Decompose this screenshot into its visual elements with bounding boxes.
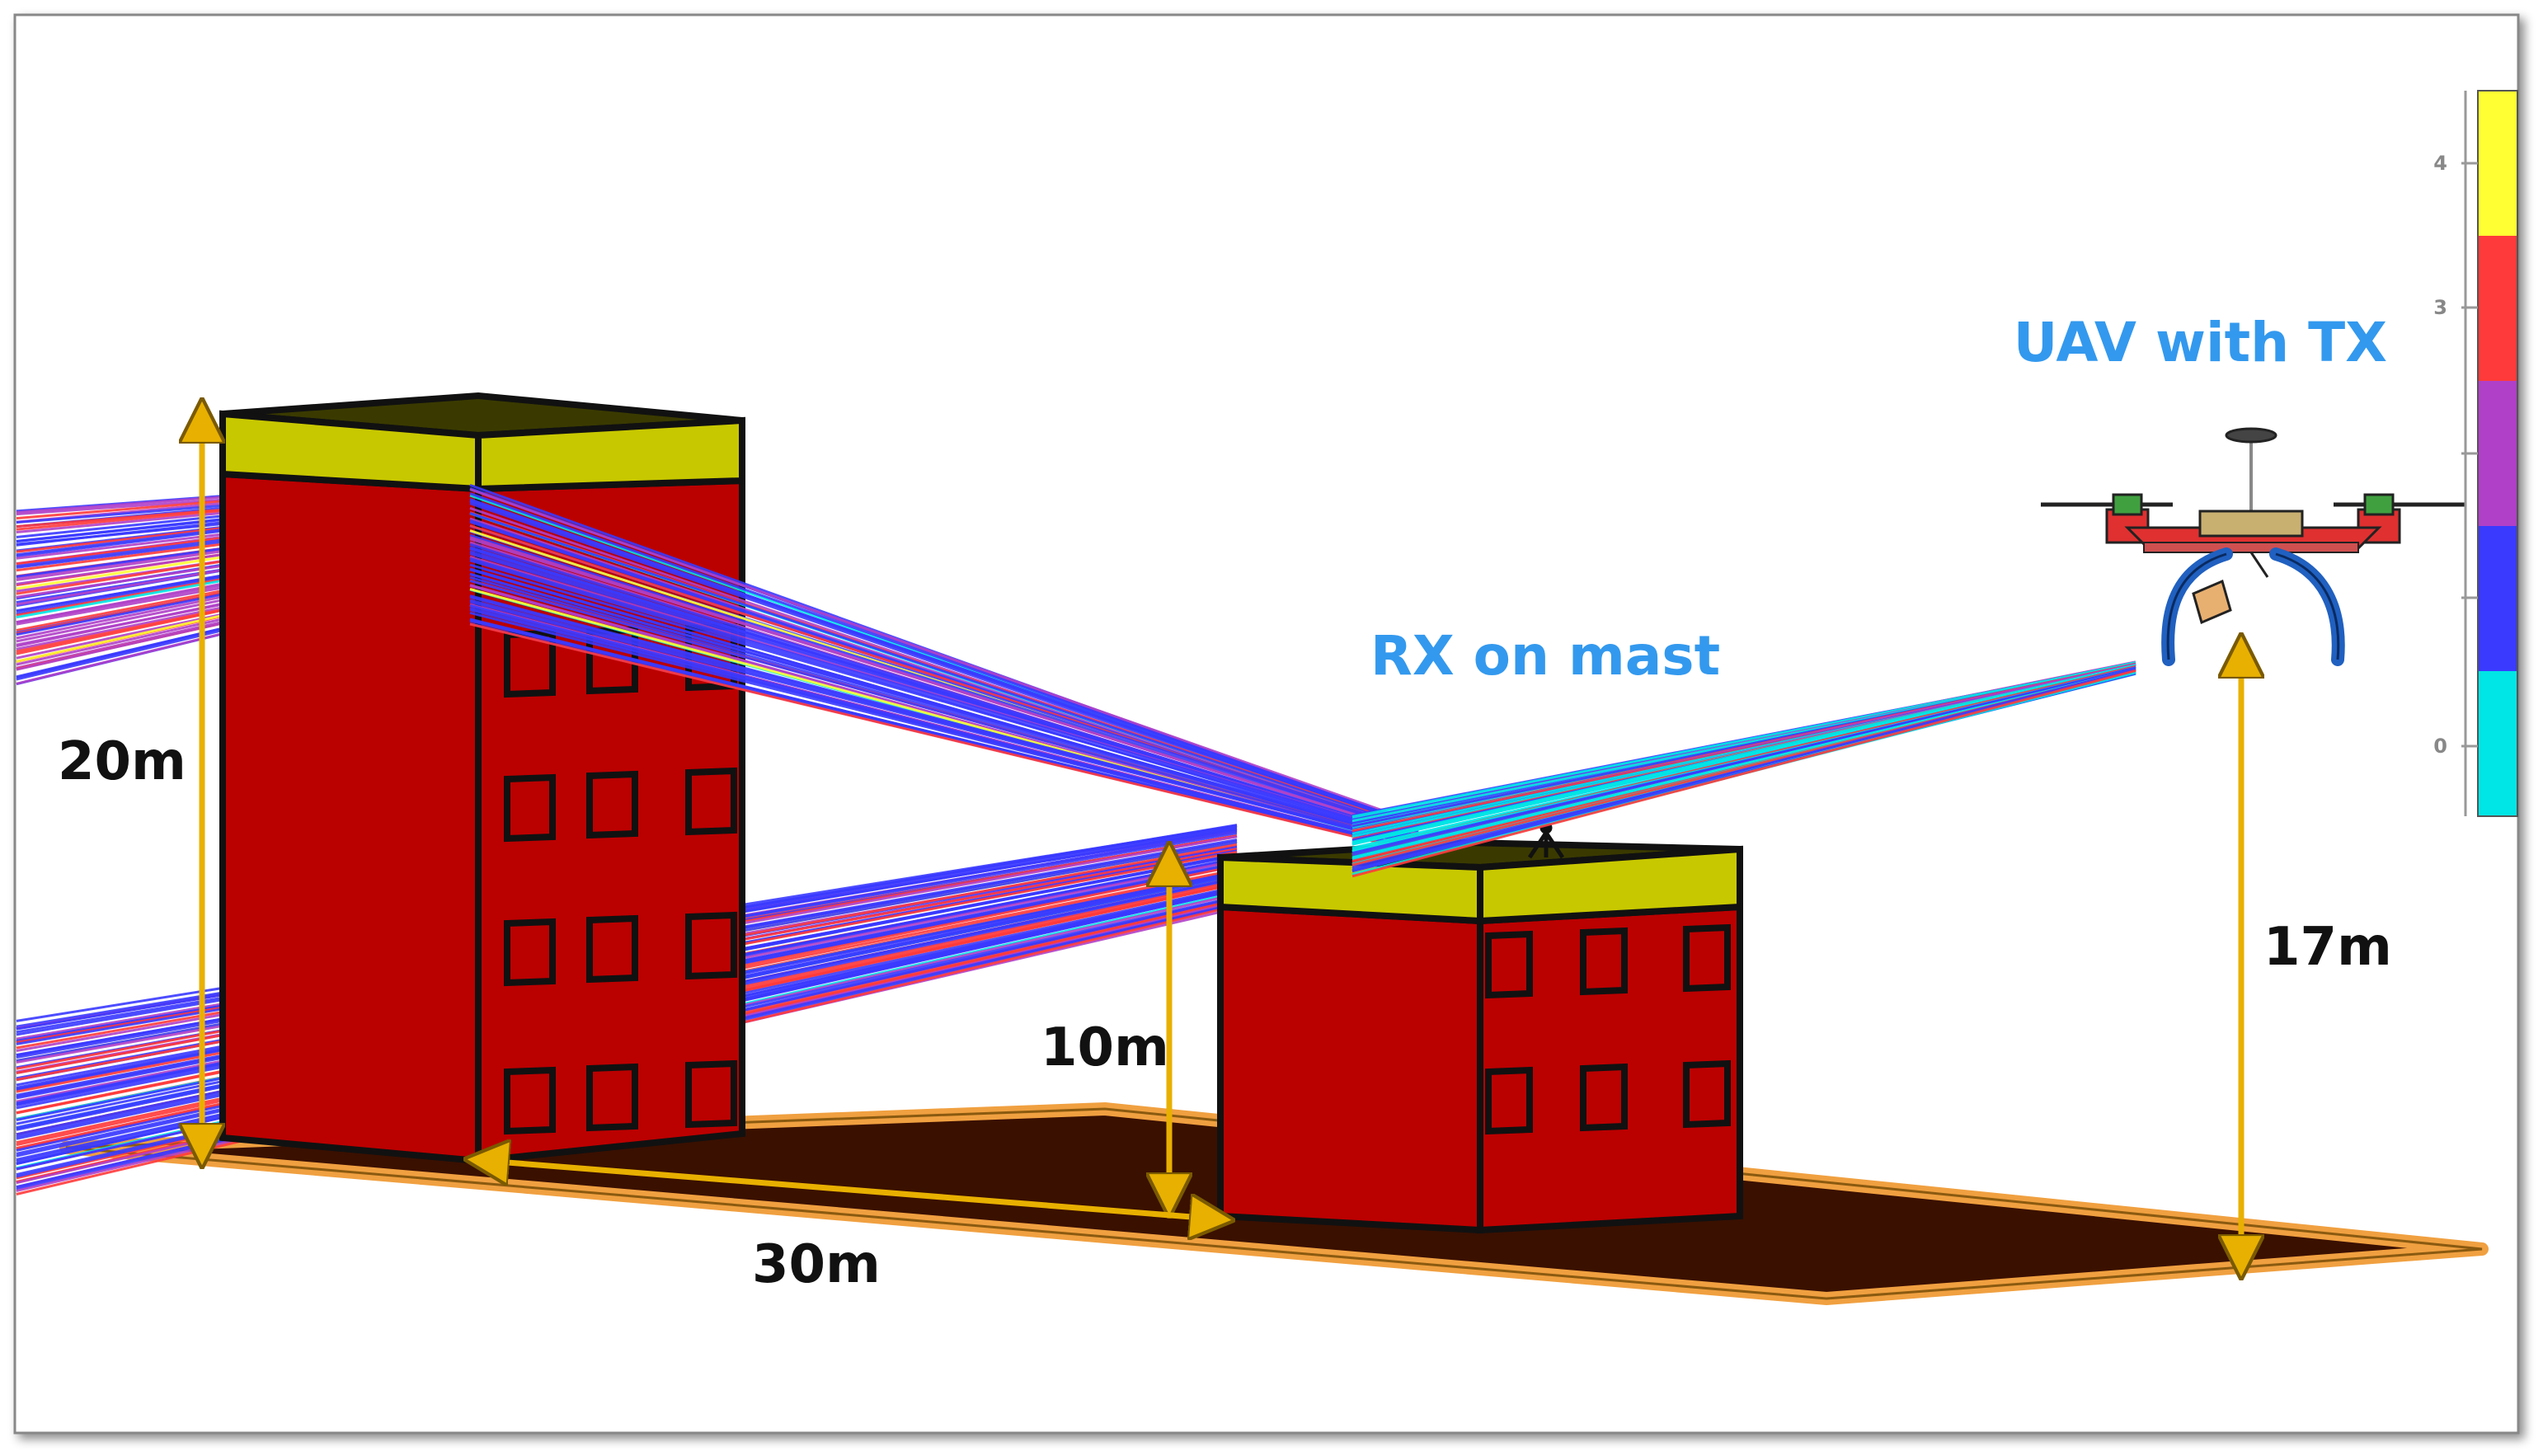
colorbar-segment [2478,526,2517,671]
colorbar-segment [2478,381,2517,526]
short-building [1217,821,1743,1234]
colorbar-tick-label: 0 [2433,735,2447,758]
colorbar-segment [2478,671,2517,816]
ray [469,608,1419,851]
ray [469,557,1419,839]
tall-building-windows [504,622,737,1135]
dimension-arrows [202,420,2241,1257]
window [1485,1066,1533,1135]
uav-label: UAV with TX [2014,311,2387,374]
ray [469,573,1419,842]
colorbar-segment [2478,236,2517,381]
short-building-front-wall [1217,903,1483,1234]
window [504,773,556,843]
short-building-height-label: 10m [1041,1017,1169,1078]
window [586,914,638,984]
window [1580,1063,1628,1132]
ray [469,600,1419,848]
window [504,629,556,698]
window [586,770,638,839]
uav-drone-icon [2041,427,2465,666]
colorbar-segment [2478,91,2517,236]
window [1683,1059,1731,1129]
ray [469,517,1419,833]
ray [469,622,1419,853]
window [1683,923,1731,993]
short-building-roof-side [1477,845,1743,925]
tall-building-height-label: 20m [58,731,186,792]
short-building-roof-front [1217,853,1483,925]
ray [469,502,1419,830]
tall-building-front-wall [219,470,482,1165]
ray [469,563,1419,840]
ray [1351,666,2136,857]
window [1485,930,1533,999]
short-building-windows [1485,923,1731,1135]
separation-label: 30m [752,1234,881,1295]
ray [469,611,1419,852]
uav-height-label: 17m [2263,917,2392,978]
window [685,911,737,980]
window [1580,927,1628,996]
ray [469,618,1419,852]
window [504,1066,556,1135]
ray [469,488,1419,824]
ray [469,538,1419,836]
ray [469,533,1419,834]
ray [1351,668,2136,871]
ray-bundle-from-uav [1351,660,2136,878]
tall-building-roof-side [475,416,745,493]
ray [469,579,1419,847]
ray [1351,669,2136,878]
colorbar: 4 3 0 [2433,90,2518,817]
separation-arrow [487,1161,1212,1219]
ray [469,511,1419,831]
ray [469,500,1419,829]
colorbar-tick-label: 3 [2433,296,2447,319]
window [685,1059,737,1129]
window [586,1063,638,1132]
rx-label: RX on mast [1370,624,1720,688]
ray-bundle-to-rx [469,483,1419,853]
window [685,767,737,836]
window [504,918,556,987]
colorbar-tick-label: 4 [2433,152,2447,175]
tall-building [219,392,745,1165]
